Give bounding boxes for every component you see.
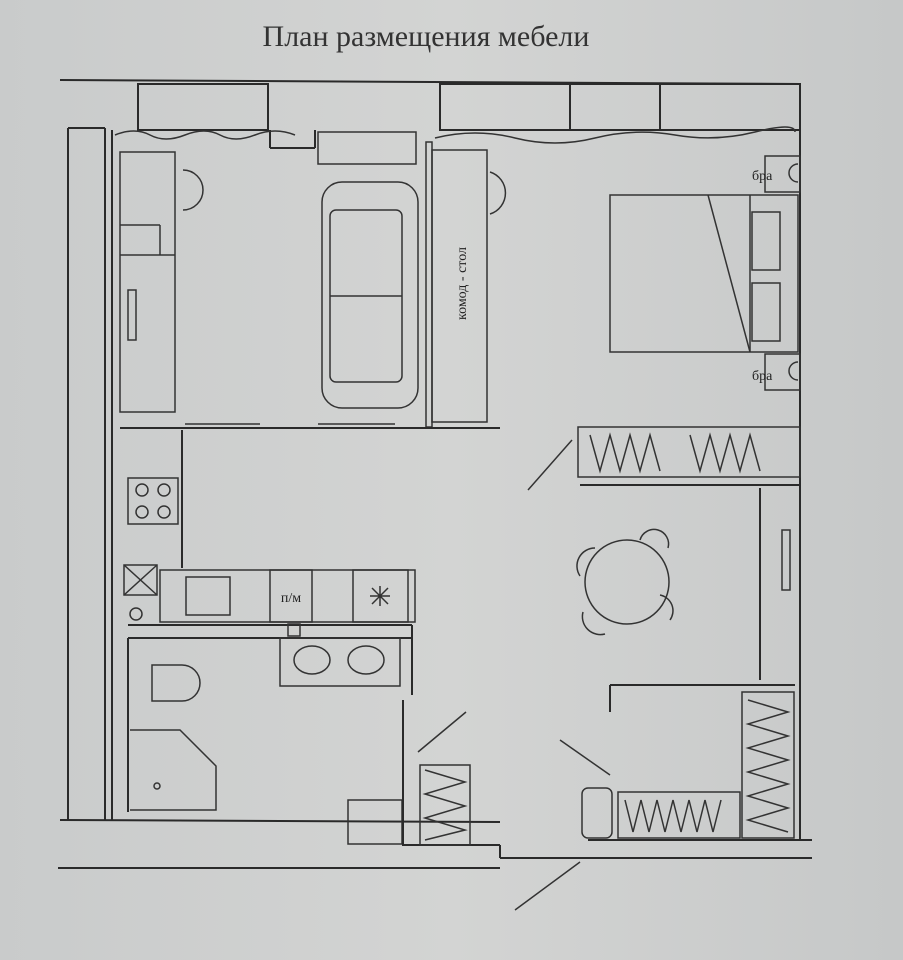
entry-wardrobe bbox=[617, 791, 741, 839]
chair-icon bbox=[182, 169, 204, 211]
chair-icon bbox=[489, 171, 507, 215]
bedroom: бра бра bbox=[527, 155, 801, 491]
fridge bbox=[352, 569, 409, 623]
dining-table bbox=[584, 539, 670, 625]
plan-title: План размещения мебели bbox=[263, 20, 590, 53]
shower bbox=[130, 729, 217, 811]
sink bbox=[185, 576, 231, 616]
toilet bbox=[151, 664, 201, 702]
cooktop bbox=[127, 477, 179, 525]
entry-door-swing bbox=[514, 861, 581, 911]
outer-walls bbox=[58, 79, 812, 869]
hall-wardrobe bbox=[419, 764, 471, 846]
shoe-bench bbox=[581, 787, 613, 839]
sconce-bottom bbox=[764, 353, 801, 391]
vent-shaft bbox=[123, 564, 158, 596]
living-kitchen: комод - стол п/м bbox=[119, 131, 507, 695]
wardrobe-left bbox=[119, 151, 176, 413]
sconce-top bbox=[764, 155, 801, 193]
pipe bbox=[129, 607, 143, 621]
curtains bbox=[114, 126, 796, 144]
hall-dining bbox=[514, 488, 795, 911]
sofa bbox=[321, 181, 419, 409]
dresser-desk-label: комод - стол bbox=[455, 247, 470, 320]
closet-wardrobe bbox=[741, 691, 795, 839]
bedroom-wardrobe bbox=[577, 426, 801, 478]
bathroom bbox=[127, 623, 471, 846]
double-bed bbox=[609, 194, 799, 353]
dishwasher-label: п/м bbox=[281, 591, 301, 606]
tv-stand bbox=[317, 131, 417, 165]
sconce-top-label: бра bbox=[752, 169, 773, 184]
dishwasher bbox=[269, 569, 313, 623]
double-vanity bbox=[279, 637, 401, 687]
sconce-bottom-label: бра bbox=[752, 369, 773, 384]
